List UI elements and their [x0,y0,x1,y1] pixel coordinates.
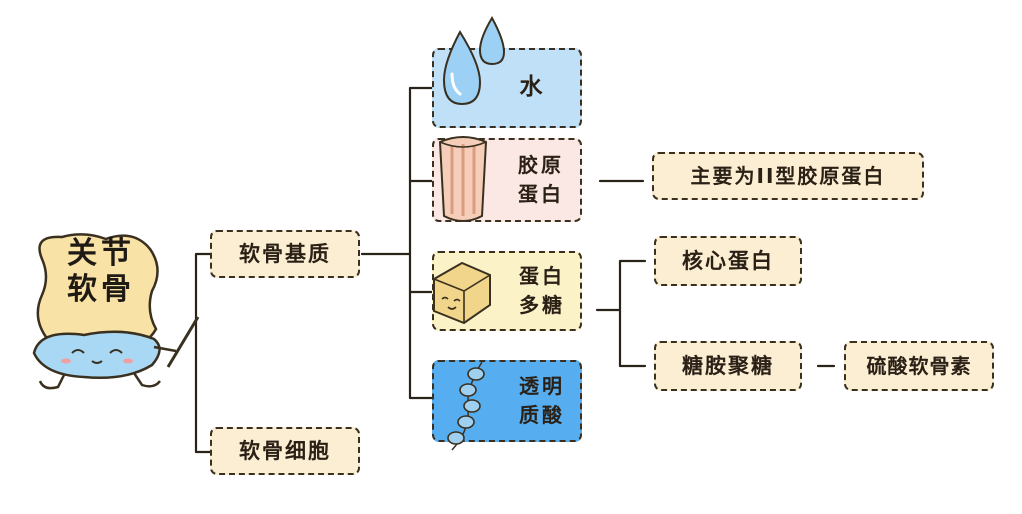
collagen-fiber-icon [432,134,494,228]
chondrocyte-node: 软骨细胞 [210,427,360,475]
gag-node: 糖胺聚糖 [654,341,802,391]
hyaluronic-label: 透明 质酸 [519,372,565,430]
hyaluronic-node: 透明 质酸 [432,360,582,442]
proteoglycan-label-line2: 多糖 [519,293,565,317]
cartilage-mascot [14,225,204,400]
cartilage-matrix-label: 软骨基质 [239,241,331,266]
collagen-type-label: 主要为II型胶原蛋白 [690,163,886,188]
proteoglycan-cube-icon [424,255,500,331]
core-protein-node: 核心蛋白 [654,236,802,286]
collagen-type-node: 主要为II型胶原蛋白 [652,152,924,200]
root-title-line1: 关节 [67,236,135,271]
chondroitin-label: 硫酸软骨素 [866,353,972,378]
chondrocyte-label: 软骨细胞 [239,438,331,463]
collagen-label-line2: 蛋白 [518,182,564,206]
collagen-label: 胶原 蛋白 [518,151,564,209]
root-title: 关节 软骨 [46,236,156,308]
proteoglycan-label-line1: 蛋白 [519,264,565,288]
hyaluronic-label-line1: 透明 [519,374,565,398]
cartilage-matrix-node: 软骨基质 [210,230,360,278]
root-title-line2: 软骨 [67,272,135,307]
chondroitin-node: 硫酸软骨素 [844,341,994,391]
gag-label: 糖胺聚糖 [682,353,774,378]
hyaluronic-label-line2: 质酸 [519,403,565,427]
hyaluronic-chain-icon [438,358,498,454]
water-label: 水 [519,74,545,101]
collagen-label-line1: 胶原 [518,153,564,177]
core-protein-label: 核心蛋白 [682,248,774,273]
proteoglycan-label: 蛋白 多糖 [519,262,565,320]
water-drop-icon [430,14,510,114]
